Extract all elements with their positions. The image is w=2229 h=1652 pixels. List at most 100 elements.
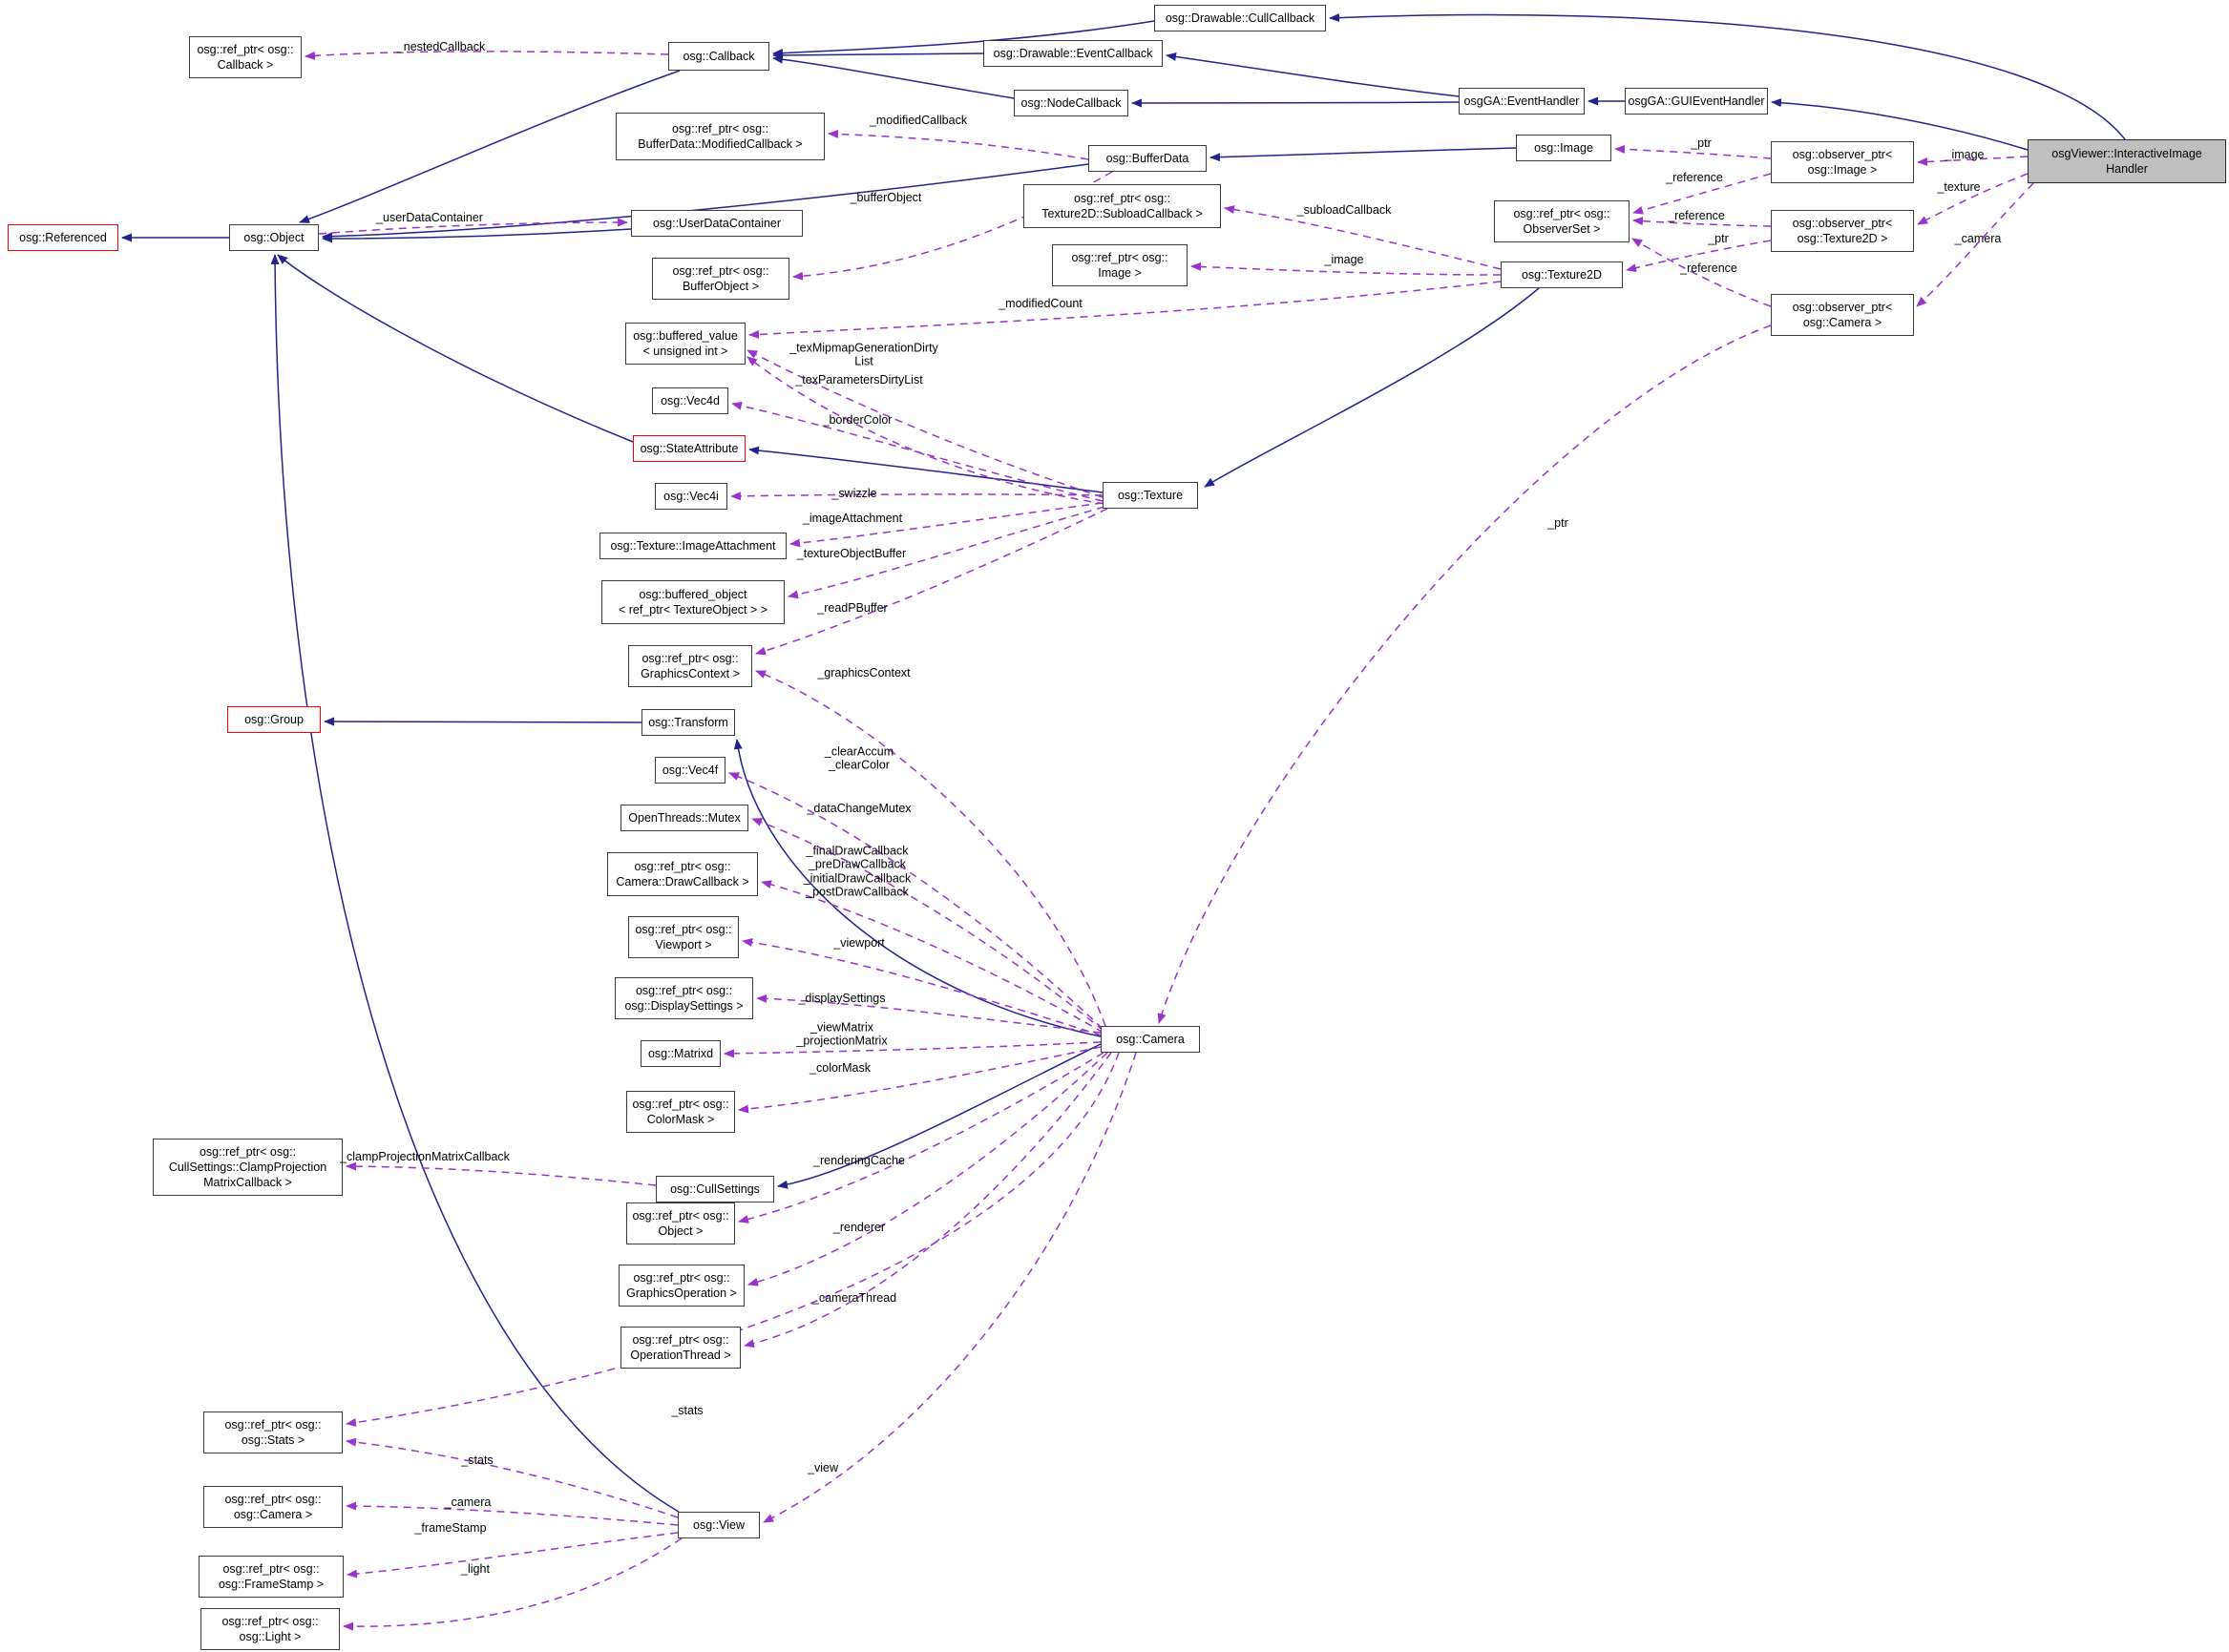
class-node-ref-subload-callback[interactable]: osg::ref_ptr< osg:: Texture2D::SubloadCa… bbox=[1023, 184, 1221, 228]
class-node-ref-callback[interactable]: osg::ref_ptr< osg:: Callback > bbox=[189, 36, 302, 78]
edge-transform-to-group bbox=[324, 717, 642, 726]
class-node-buffered-value[interactable]: osg::buffered_value < unsigned int > bbox=[625, 323, 746, 365]
edge-texture-to-vec4i bbox=[730, 491, 1104, 501]
class-node-texture[interactable]: osg::Texture bbox=[1103, 482, 1198, 509]
edge-camera-to-ref-viewport bbox=[742, 938, 1103, 1036]
class-node-vec4i[interactable]: osg::Vec4i bbox=[655, 483, 727, 510]
class-node-buffer-data[interactable]: osg::BufferData bbox=[1088, 145, 1207, 172]
edge-view-to-ref-light bbox=[343, 1537, 683, 1631]
edge-drawable-cull-callback-to-callback bbox=[772, 20, 1155, 58]
edge-interactive-image-handler-to-observer-image bbox=[1917, 156, 2029, 166]
class-node-texture2d[interactable]: osg::Texture2D bbox=[1501, 261, 1623, 288]
class-node-ref-color-mask[interactable]: osg::ref_ptr< osg:: ColorMask > bbox=[626, 1091, 735, 1133]
edge-texture-to-image-attachment bbox=[789, 502, 1104, 548]
class-node-ref-draw-callback[interactable]: osg::ref_ptr< osg:: Camera::DrawCallback… bbox=[607, 852, 758, 896]
edge-state-attribute-to-object bbox=[277, 254, 634, 443]
class-node-ref-camera[interactable]: osg::ref_ptr< osg:: osg::Camera > bbox=[203, 1486, 343, 1528]
edge-observer-texture2d-to-ref-observer-set bbox=[1632, 217, 1772, 227]
edge-observer-image-to-image bbox=[1614, 144, 1772, 159]
class-node-vec4d[interactable]: osg::Vec4d bbox=[652, 387, 728, 414]
edge-callback-to-object bbox=[299, 70, 681, 223]
class-node-observer-camera[interactable]: osg::observer_ptr< osg::Camera > bbox=[1771, 294, 1914, 336]
class-node-buffered-object[interactable]: osg::buffered_object < ref_ptr< TextureO… bbox=[601, 580, 785, 624]
edge-node-callback-to-callback bbox=[772, 54, 1015, 99]
class-node-ref-object[interactable]: osg::ref_ptr< osg:: Object > bbox=[626, 1202, 735, 1244]
edge-camera-to-ref-stats bbox=[346, 1052, 1120, 1427]
edge-callback-to-ref-callback bbox=[305, 51, 669, 60]
class-node-node-callback[interactable]: osg::NodeCallback bbox=[1014, 90, 1128, 116]
class-node-observer-texture2d[interactable]: osg::observer_ptr< osg::Texture2D > bbox=[1771, 210, 1914, 252]
edge-buffer-data-to-ref-modified-callback bbox=[828, 129, 1089, 160]
class-node-ref-light[interactable]: osg::ref_ptr< osg:: osg::Light > bbox=[200, 1608, 340, 1650]
edge-camera-to-vec4f bbox=[728, 772, 1104, 1030]
class-node-drawable-cull-callback[interactable]: osg::Drawable::CullCallback bbox=[1154, 5, 1326, 31]
edge-texture2d-to-ref-image bbox=[1190, 261, 1502, 276]
edge-texture-to-state-attribute bbox=[748, 446, 1104, 493]
edge-drawable-event-callback-to-callback bbox=[772, 51, 984, 60]
edge-camera-to-ref-graphics-operation bbox=[747, 1052, 1108, 1286]
class-node-view[interactable]: osg::View bbox=[678, 1512, 760, 1538]
class-node-callback[interactable]: osg::Callback bbox=[668, 42, 769, 71]
edge-observer-texture2d-to-texture2d bbox=[1626, 240, 1772, 273]
edge-camera-to-view bbox=[763, 1052, 1137, 1523]
edge-interactive-image-handler-to-osgga-gui-event-handler bbox=[1771, 98, 2029, 151]
edge-view-to-object bbox=[270, 254, 680, 1513]
class-node-ref-display-settings[interactable]: osg::ref_ptr< osg:: osg::DisplaySettings… bbox=[615, 977, 753, 1019]
edge-interactive-image-handler-to-observer-camera bbox=[1916, 182, 2034, 307]
class-node-ref-graphics-operation[interactable]: osg::ref_ptr< osg:: GraphicsOperation > bbox=[619, 1265, 745, 1307]
class-node-transform[interactable]: osg::Transform bbox=[641, 709, 735, 736]
edge-camera-to-ref-object bbox=[738, 1052, 1104, 1223]
edge-osgga-event-handler-to-node-callback bbox=[1131, 98, 1460, 108]
class-node-vec4f[interactable]: osg::Vec4f bbox=[655, 757, 725, 784]
class-node-osgga-event-handler[interactable]: osgGA::EventHandler bbox=[1459, 88, 1585, 115]
class-node-ref-graphics-context[interactable]: osg::ref_ptr< osg:: GraphicsContext > bbox=[628, 645, 752, 687]
edge-cull-settings-to-ref-clamp-projection bbox=[346, 1161, 657, 1186]
edge-texture-to-ref-graphics-context bbox=[755, 508, 1108, 656]
class-node-ref-operation-thread[interactable]: osg::ref_ptr< osg:: OperationThread > bbox=[620, 1327, 741, 1369]
class-node-ref-observer-set[interactable]: osg::ref_ptr< osg:: ObserverSet > bbox=[1494, 200, 1630, 242]
edge-object-to-user-data-container bbox=[318, 218, 628, 235]
edge-image-to-buffer-data bbox=[1209, 147, 1517, 162]
class-node-ref-image[interactable]: osg::ref_ptr< osg:: Image > bbox=[1052, 244, 1188, 286]
class-node-state-attribute[interactable]: osg::StateAttribute bbox=[633, 435, 746, 462]
class-node-image[interactable]: osg::Image bbox=[1516, 135, 1611, 161]
edge-camera-to-transform bbox=[733, 739, 1102, 1037]
edge-view-to-ref-stats bbox=[346, 1437, 679, 1518]
class-node-osgga-gui-event-handler[interactable]: osgGA::GUIEventHandler bbox=[1625, 88, 1768, 115]
class-node-image-attachment[interactable]: osg::Texture::ImageAttachment bbox=[599, 533, 787, 559]
class-node-object[interactable]: osg::Object bbox=[229, 224, 319, 251]
edge-observer-image-to-ref-observer-set bbox=[1632, 173, 1772, 215]
class-node-drawable-event-callback[interactable]: osg::Drawable::EventCallback bbox=[983, 40, 1163, 67]
class-node-matrixd[interactable]: osg::Matrixd bbox=[641, 1040, 721, 1067]
edge-interactive-image-handler-to-observer-texture2d bbox=[1917, 173, 2029, 225]
class-node-ref-clamp-projection[interactable]: osg::ref_ptr< osg:: CullSettings::ClampP… bbox=[153, 1139, 343, 1196]
class-node-observer-image[interactable]: osg::observer_ptr< osg::Image > bbox=[1771, 141, 1914, 183]
edge-user-data-container-to-object bbox=[322, 228, 632, 243]
edge-texture2d-to-ref-subload-callback bbox=[1224, 205, 1502, 270]
class-node-ref-viewport[interactable]: osg::ref_ptr< osg:: Viewport > bbox=[628, 916, 739, 958]
class-node-camera[interactable]: osg::Camera bbox=[1101, 1026, 1200, 1053]
class-node-mutex[interactable]: OpenThreads::Mutex bbox=[620, 805, 748, 831]
edge-texture-to-buffered-value bbox=[747, 356, 1105, 505]
class-node-ref-buffer-object[interactable]: osg::ref_ptr< osg:: BufferObject > bbox=[652, 258, 789, 300]
class-node-ref-stats[interactable]: osg::ref_ptr< osg:: osg::Stats > bbox=[203, 1412, 343, 1453]
class-node-referenced[interactable]: osg::Referenced bbox=[8, 224, 118, 251]
class-node-group[interactable]: osg::Group bbox=[227, 706, 321, 733]
edge-camera-to-ref-display-settings bbox=[756, 993, 1102, 1034]
class-node-interactive-image-handler[interactable]: osgViewer::InteractiveImage Handler bbox=[2028, 139, 2226, 183]
edge-camera-to-ref-draw-callback bbox=[761, 880, 1104, 1034]
edge-texture2d-to-texture bbox=[1204, 287, 1540, 488]
class-node-ref-frame-stamp[interactable]: osg::ref_ptr< osg:: osg::FrameStamp > bbox=[199, 1556, 344, 1598]
edge-view-to-ref-frame-stamp bbox=[347, 1532, 679, 1579]
class-node-user-data-container[interactable]: osg::UserDataContainer bbox=[631, 210, 803, 237]
edge-camera-to-ref-color-mask bbox=[738, 1046, 1102, 1114]
edge-observer-camera-to-ref-observer-set bbox=[1631, 238, 1772, 307]
class-node-ref-modified-callback[interactable]: osg::ref_ptr< osg:: BufferData::Modified… bbox=[616, 113, 825, 160]
edge-interactive-image-handler-to-drawable-cull-callback bbox=[1329, 13, 2126, 140]
edge-texture-to-buffered-value bbox=[747, 349, 1104, 498]
edge-camera-to-ref-graphics-context bbox=[755, 670, 1106, 1027]
edge-camera-to-mutex bbox=[751, 818, 1104, 1032]
class-node-cull-settings[interactable]: osg::CullSettings bbox=[656, 1176, 774, 1202]
